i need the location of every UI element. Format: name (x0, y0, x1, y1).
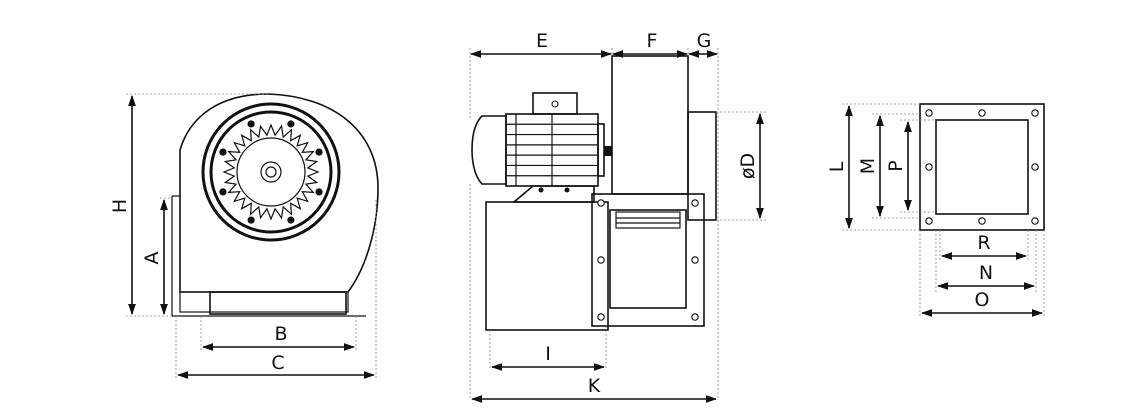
casing-bolt (287, 216, 295, 224)
outlet-flange-hole (597, 313, 605, 321)
dim-a-label: A (141, 252, 163, 265)
casing-bolt (315, 188, 323, 196)
casing-bolt (247, 216, 255, 224)
impeller-shaft (265, 166, 277, 178)
flange-hole (925, 109, 933, 117)
dim-f-label: F (647, 30, 658, 52)
outlet-flange-outer (591, 193, 705, 327)
motor-flange (597, 123, 605, 177)
motor-end-cap (471, 115, 507, 185)
outlet-flange-hole (597, 199, 605, 207)
flange-hole (925, 217, 933, 225)
front-view: E F G øD I K (469, 30, 768, 403)
flange-outer (919, 103, 1045, 231)
dim-k-label: K (588, 375, 601, 397)
dim-r-label: R (977, 232, 990, 254)
outlet-flange-hole (691, 199, 699, 207)
flange-holes (925, 109, 1039, 225)
dim-o-label: O (975, 289, 990, 311)
base-foot (209, 291, 347, 315)
dim-c-label: C (271, 352, 284, 374)
casing-bolt (287, 120, 295, 128)
dim-e-label: E (536, 30, 548, 52)
motor-shaft (604, 146, 612, 156)
outlet-flange-hole (691, 256, 699, 264)
outlet-flange-hole (597, 256, 605, 264)
casing-bolts (219, 120, 323, 224)
dim-g-label: G (697, 30, 712, 52)
casing-bolt (315, 148, 323, 156)
dim-n-label: N (979, 262, 993, 284)
housing-outlet-lip (171, 195, 180, 316)
casing-inner-ring (209, 110, 333, 234)
dim-m-label: M (857, 158, 879, 174)
dim-h-label: H (109, 199, 131, 213)
dim-i-label: I (545, 343, 551, 365)
outlet-flange-hole (691, 313, 699, 321)
casing-outer-ring (201, 102, 341, 242)
flange-hole (978, 217, 986, 225)
motor-bracket (511, 185, 595, 203)
outlet-damper (615, 211, 681, 229)
dim-od-label: øD (737, 153, 759, 179)
dim-b-label: B (274, 323, 287, 345)
flange-view: L M P R N O (826, 103, 1045, 318)
outlet-flange-holes (597, 199, 699, 321)
dim-l-label: L (826, 161, 848, 172)
flange-hole (1031, 163, 1039, 171)
outlet-flange-inner (609, 209, 687, 309)
inlet-spigot (687, 111, 717, 221)
fan-base (179, 291, 349, 313)
flange-hole (925, 163, 933, 171)
casing-bolt (219, 188, 227, 196)
flange-hole (978, 109, 986, 117)
flange-inner (935, 119, 1029, 215)
casing-bolt (247, 120, 255, 128)
flange-hole (1031, 109, 1039, 117)
side-view: H A B C (109, 93, 379, 379)
impeller-ring (236, 137, 306, 207)
flange-hole (1031, 217, 1039, 225)
impeller-hub (260, 161, 282, 183)
fan-housing-top (611, 55, 689, 195)
fan-housing-lower (485, 201, 609, 331)
casing-bolt (219, 148, 227, 156)
impeller-teeth (222, 123, 320, 221)
fan-housing-scroll (179, 93, 379, 293)
dim-p-label: P (885, 160, 907, 171)
